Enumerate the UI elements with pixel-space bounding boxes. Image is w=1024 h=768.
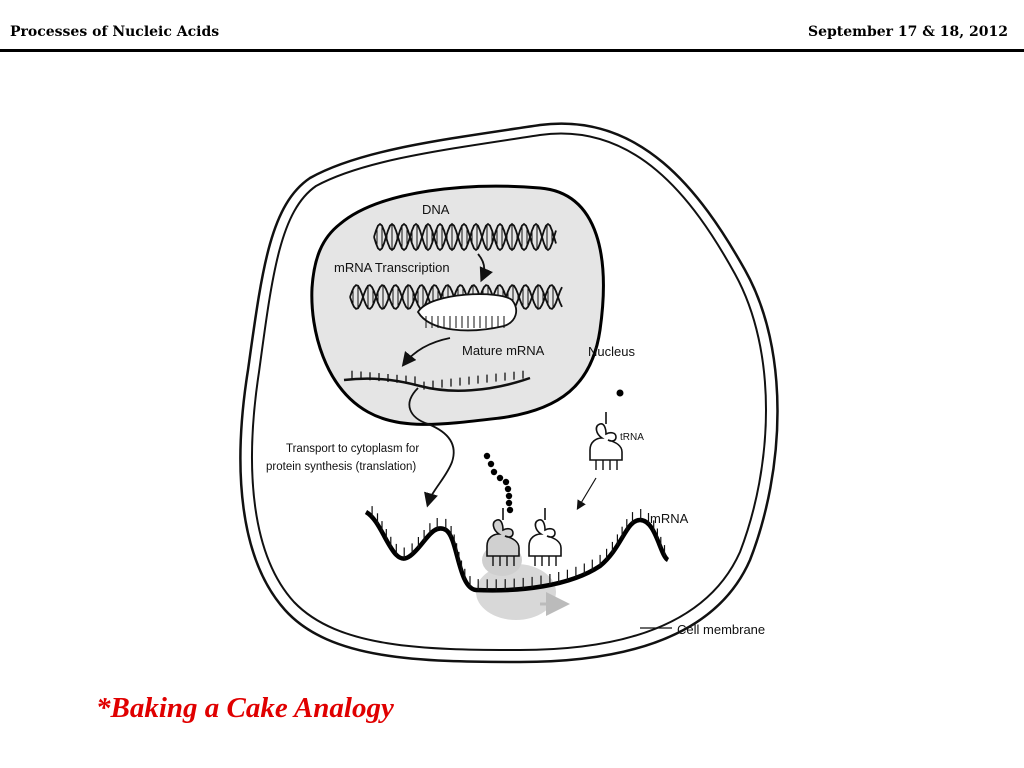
cytoplasm-mrna-strand (364, 506, 670, 593)
cell-membrane (239, 122, 779, 664)
mrna-label: mRNA (650, 511, 689, 526)
slide-title: Processes of Nucleic Acids (10, 24, 220, 40)
transport-arrow (408, 387, 455, 508)
dna-helix (373, 222, 557, 252)
transport-label-line1: Transport to cytoplasm for (286, 443, 419, 455)
mrna-transcription-label: mRNA Transcription (334, 260, 450, 275)
transport-label-line2: protein synthesis (translation) (266, 461, 416, 473)
transcription-helix (349, 284, 563, 332)
header-divider (0, 49, 1024, 52)
nucleus-label: Nucleus (588, 344, 635, 359)
trna-molecules (486, 412, 623, 566)
dna-label: DNA (422, 202, 450, 217)
mature-mrna-strand (343, 370, 531, 392)
trna-arrow (576, 477, 597, 511)
slide-date: September 17 & 18, 2012 (807, 24, 1008, 40)
baking-cake-analogy: *Baking a Cake Analogy (96, 692, 394, 724)
slide-header: Processes of Nucleic Acids September 17 … (0, 0, 1024, 52)
trna-label: tRNA (620, 432, 644, 443)
transcription-arrow (477, 253, 493, 283)
mature-mrna-arrow (401, 337, 451, 367)
mature-mrna-label: Mature mRNA (462, 343, 545, 358)
polypeptide-chain (483, 389, 624, 514)
cell-membrane-label: Cell membrane (677, 622, 765, 637)
